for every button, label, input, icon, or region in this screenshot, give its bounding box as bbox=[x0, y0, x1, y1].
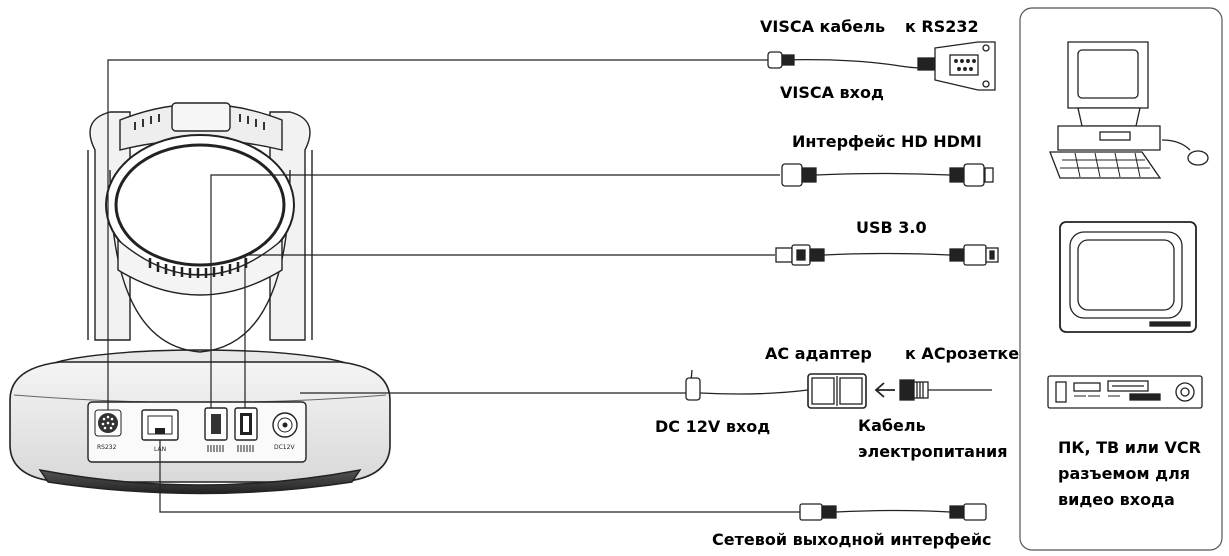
usb-cable bbox=[775, 244, 999, 266]
power-adapter bbox=[680, 369, 992, 409]
port-label-dc12v: DC12V bbox=[274, 444, 295, 451]
equipment-label-line1: ПК, ТВ или VCR bbox=[1058, 438, 1201, 457]
vent-marks-bottom bbox=[148, 258, 248, 278]
network-interface-label: Сетевой выходной интерфейс bbox=[712, 530, 992, 549]
hdmi-port bbox=[204, 407, 228, 452]
ptz-camera bbox=[9, 102, 391, 495]
power-cable-label-line2: электропитания bbox=[858, 442, 1008, 461]
dc-input-label: DC 12V вход bbox=[655, 417, 771, 436]
visca-cable bbox=[767, 41, 996, 91]
rs232-port bbox=[94, 409, 122, 437]
port-label-lan: LAN bbox=[154, 446, 167, 453]
hdmi-interface-label: Интерфейс HD HDMI bbox=[792, 132, 982, 151]
to-ac-outlet-label: к ACрозетке bbox=[905, 344, 1020, 363]
pc-icon bbox=[1049, 41, 1209, 179]
usb-port bbox=[234, 407, 258, 452]
vent-marks-top bbox=[134, 114, 265, 130]
visca-cable-label: VISCA кабель bbox=[760, 17, 886, 36]
dc-power-port bbox=[272, 412, 298, 438]
usb-label: USB 3.0 bbox=[856, 218, 927, 237]
ac-adapter-label: AC адаптер bbox=[765, 344, 872, 363]
network-cable bbox=[799, 503, 987, 521]
power-cable-label-line1: Кабель bbox=[858, 416, 926, 435]
equipment-panel bbox=[1019, 7, 1223, 551]
visca-input-label: VISCA вход bbox=[780, 83, 884, 102]
vcr-icon bbox=[1047, 375, 1203, 409]
connection-lines bbox=[107, 59, 800, 513]
to-rs232-label: к RS232 bbox=[905, 17, 979, 36]
equipment-label-line3: видео входа bbox=[1058, 490, 1175, 509]
hdmi-cable bbox=[781, 163, 994, 187]
tv-icon bbox=[1059, 221, 1197, 333]
lan-port bbox=[141, 409, 179, 441]
equipment-label-line2: разъемом для bbox=[1058, 464, 1191, 483]
port-label-rs232: RS232 bbox=[97, 444, 117, 451]
